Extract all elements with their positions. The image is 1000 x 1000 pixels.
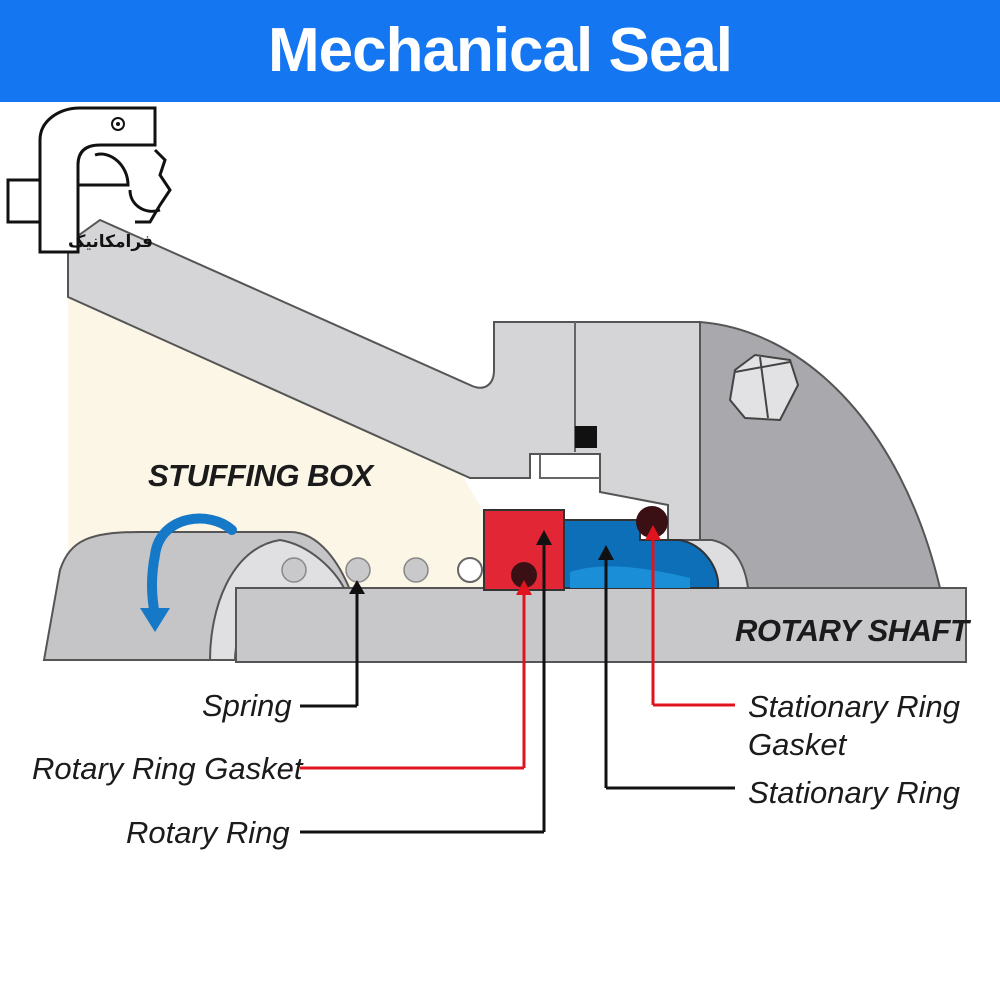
label-stationary-ring-gasket-line1: Stationary Ring	[748, 689, 960, 724]
stationary-ring-gasket	[636, 506, 668, 538]
spring-coil	[403, 557, 429, 583]
leader-spring	[300, 580, 365, 708]
fm-gear-logo-icon	[6, 106, 172, 254]
gland-gasket	[575, 426, 597, 448]
label-spring: Spring	[202, 688, 292, 723]
rotary-ring-gasket	[511, 562, 537, 588]
gland-step	[539, 454, 600, 479]
leader-rotary-ring-gasket	[300, 580, 532, 770]
leader-stationary-ring-gasket	[645, 525, 735, 707]
label-stationary-ring: Stationary Ring	[748, 775, 960, 810]
spring-coil	[281, 557, 307, 583]
logo-text: فرامکانیک	[68, 232, 154, 252]
hex-bolt-icon	[728, 353, 800, 422]
mechanical-seal-diagram	[6, 106, 967, 834]
gland-body	[67, 218, 701, 541]
spring-coil	[457, 557, 483, 583]
title-bar	[0, 0, 1000, 102]
leader-rotary-ring	[300, 530, 552, 834]
spring-coil	[345, 557, 371, 583]
seal-housing	[699, 320, 942, 589]
label-stationary-ring-gasket-line2: Gasket	[748, 727, 847, 762]
stuffing-box-cavity	[68, 297, 500, 588]
curved-arrow-icon	[140, 513, 237, 632]
label-rotary-ring: Rotary Ring	[126, 815, 290, 850]
leader-stationary-ring	[598, 545, 735, 790]
label-stuffing-box: STUFFING BOX	[148, 458, 373, 493]
stationary-ring-inner	[570, 566, 690, 588]
page-title: Mechanical Seal	[267, 16, 733, 85]
label-rotary-ring-gasket: Rotary Ring Gasket	[32, 751, 303, 786]
label-rotary-shaft: ROTARY SHAFT	[735, 613, 969, 648]
